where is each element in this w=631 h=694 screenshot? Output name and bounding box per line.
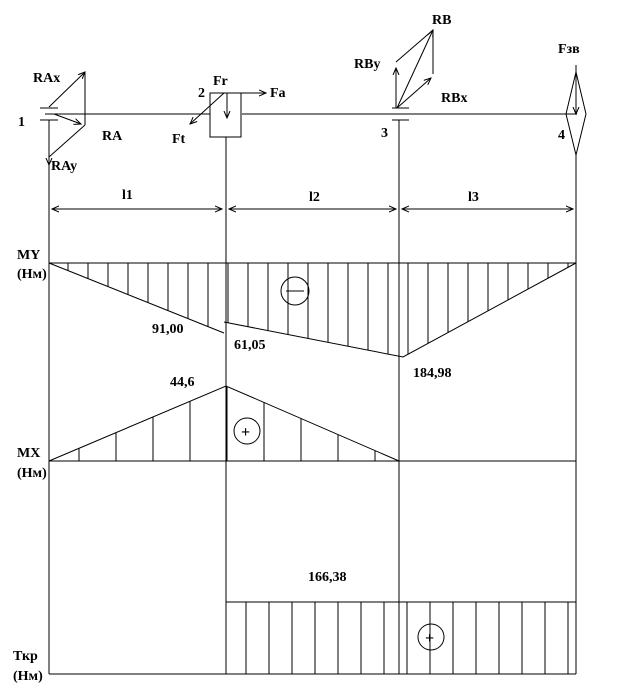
- length-l3: l3: [468, 190, 479, 205]
- length-l1: l1: [122, 188, 133, 203]
- mx-unit: (Нм): [17, 466, 47, 481]
- force-label-rax: RAx: [33, 71, 60, 86]
- force-label-rby: RBy: [354, 57, 380, 72]
- tkr-label: Ткр: [13, 649, 38, 664]
- point-1-label: 1: [18, 115, 25, 130]
- gear-forces: [190, 93, 266, 124]
- length-l2: l2: [309, 190, 320, 205]
- point-2-label: 2: [198, 86, 205, 101]
- my-value-61: 61,05: [234, 338, 266, 353]
- mx-label: MX: [17, 446, 40, 461]
- tkr-hatching: [245, 602, 569, 674]
- mx-hatching: [78, 386, 376, 461]
- my-hatching: [67, 263, 569, 355]
- tkr-value-166: 166,38: [308, 570, 347, 585]
- gear-2: [209, 92, 242, 138]
- my-value-184: 184,98: [413, 366, 452, 381]
- my-sign-circle: [280, 276, 310, 306]
- my-curve-seg1: [48, 262, 225, 334]
- bearing-3: [392, 107, 409, 121]
- extension-lines: [48, 120, 577, 674]
- my-curve-seg2: [223, 262, 577, 358]
- plus-sign-icon: +: [241, 424, 250, 441]
- tkr-unit: (Нм): [13, 669, 43, 684]
- reaction-b-vectors: [396, 30, 433, 109]
- force-label-rb: RB: [432, 13, 451, 28]
- my-value-91: 91,00: [152, 322, 184, 337]
- force-label-ra: RA: [102, 129, 123, 144]
- tkr-sign-circle: [417, 623, 445, 651]
- point-3-label: 3: [381, 126, 388, 141]
- my-label: MY: [17, 248, 40, 263]
- plus-sign-icon: +: [425, 630, 434, 647]
- force-label-fzv: Fзв: [558, 42, 580, 57]
- mx-curve: [48, 385, 400, 462]
- force-label-fr: Fr: [213, 74, 228, 89]
- force-label-rbx: RBx: [441, 91, 467, 106]
- reaction-a-vectors: [49, 72, 85, 165]
- mx-sign-circle: [233, 417, 261, 445]
- my-unit: (Нм): [17, 267, 47, 282]
- mx-value-44: 44,6: [170, 375, 195, 390]
- force-label-fa: Fa: [270, 86, 286, 101]
- force-label-ft: Ft: [172, 132, 186, 147]
- force-label-ray: RAy: [51, 159, 77, 174]
- point-4-label: 4: [558, 128, 565, 143]
